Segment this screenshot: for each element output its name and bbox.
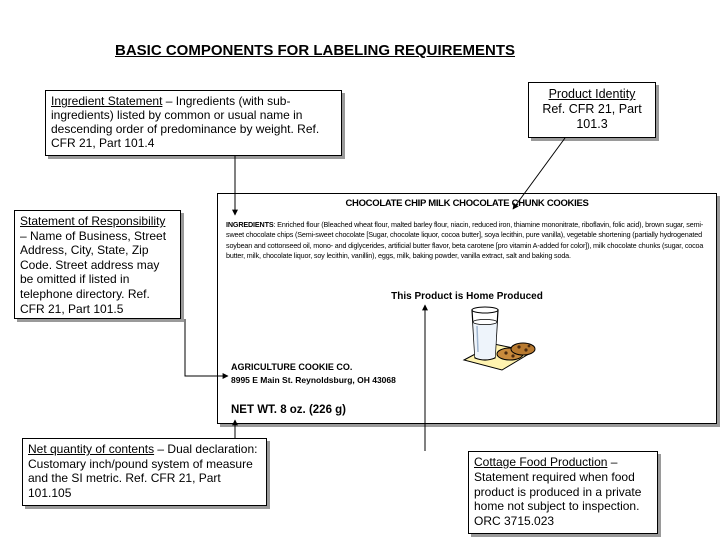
label-ingredients-text: : Enriched flour (Bleached wheat flour, … [226,220,704,260]
page-title: BASIC COMPONENTS FOR LABELING REQUIREMEN… [115,42,516,59]
label-ingredients: INGREDIENTS: Enriched flour (Bleached wh… [226,220,708,261]
cottage-food-text: – Statement required when food product i… [474,455,642,529]
milk-and-cookies-illustration [462,306,536,371]
product-identity-text: Ref. CFR 21, Part 101.3 [542,102,642,131]
cottage-food-heading: Cottage Food Production [474,455,608,469]
label-ingredients-heading: INGREDIENTS [226,220,274,229]
ingredient-statement-callout: Ingredient Statement – Ingredients (with… [45,90,342,156]
statement-of-responsibility-heading: Statement of Responsibility [20,214,166,228]
statement-of-responsibility-text: – Name of Business, Street Address, City… [20,228,167,316]
statement-of-responsibility-callout: Statement of Responsibility – Name of Bu… [14,210,181,319]
cottage-food-callout: Cottage Food Production – Statement requ… [468,451,658,534]
product-identity-heading: Product Identity [548,87,636,101]
net-quantity-callout: Net quantity of contents – Dual declarat… [22,438,267,506]
label-product-name: CHOCOLATE CHIP MILK CHOCOLATE CHUNK COOK… [345,198,589,209]
ingredient-statement-heading: Ingredient Statement [51,94,163,108]
product-identity-callout: Product Identity Ref. CFR 21, Part 101.3 [528,82,656,138]
net-quantity-text: – Dual declaration: Customary inch/pound… [28,442,258,500]
product-label: CHOCOLATE CHIP MILK CHOCOLATE CHUNK COOK… [217,193,717,424]
ingredient-statement-text: – Ingredients (with sub-ingredients) lis… [51,94,320,150]
net-quantity-heading: Net quantity of contents [28,442,155,456]
label-company-name: AGRICULTURE COOKIE CO. [231,362,353,372]
label-address: 8995 E Main St. Reynoldsburg, OH 43068 [231,375,396,385]
label-net-weight: NET WT. 8 oz. (226 g) [231,404,347,416]
label-home-statement: This Product is Home Produced [391,291,543,302]
